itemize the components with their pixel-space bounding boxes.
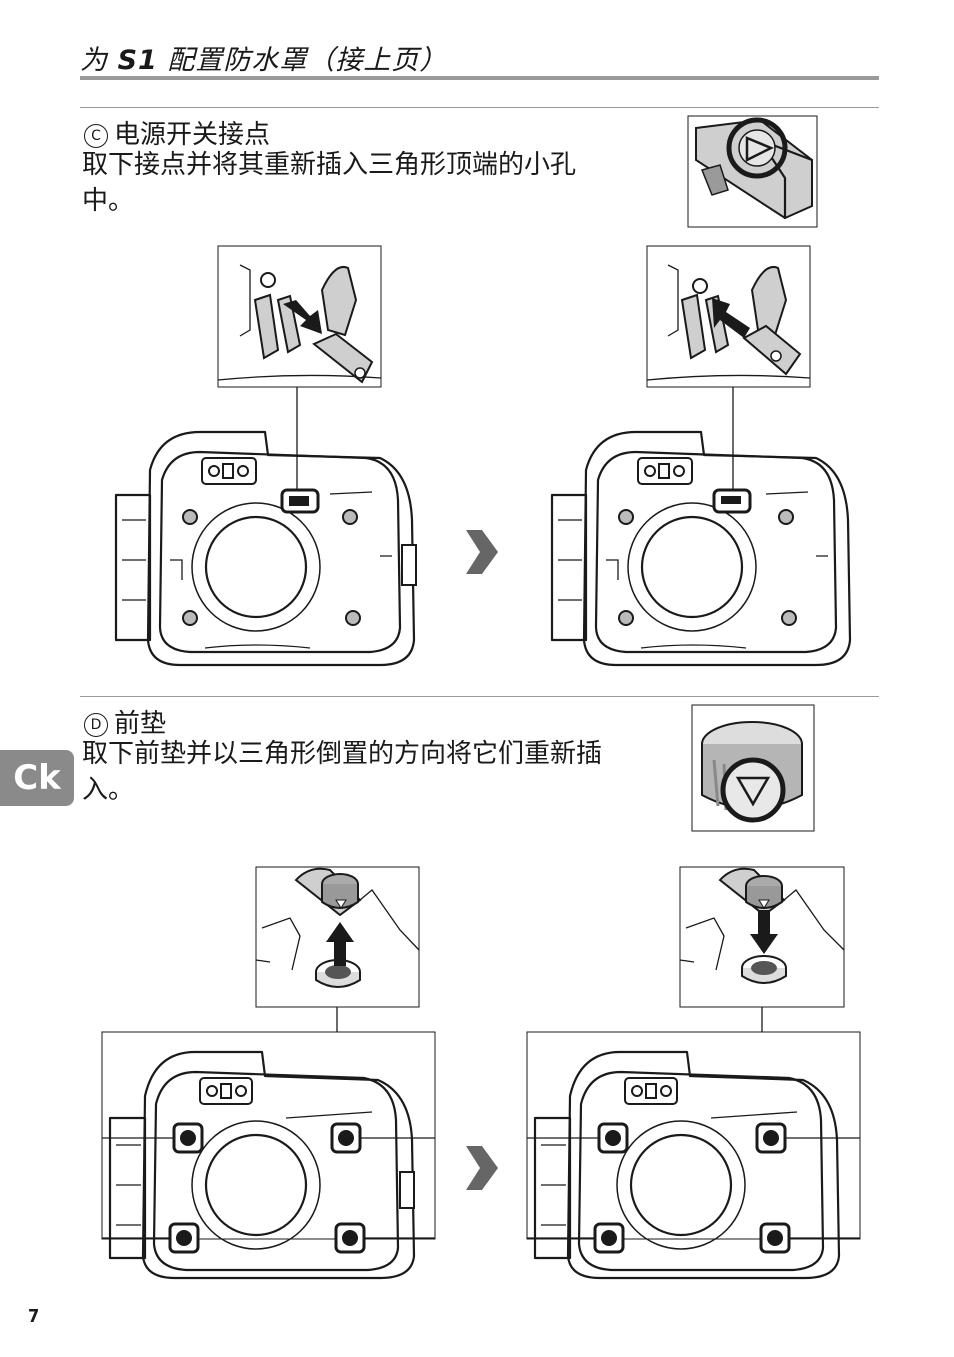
section-d-letter-icon: D [84, 713, 108, 737]
section-c-body: 取下接点并将其重新插入三角形顶端的小孔中。 [82, 150, 577, 216]
contact-remove-inset [217, 245, 382, 490]
section-c-title: 电源开关接点 [114, 120, 271, 150]
page-number: 7 [28, 1306, 40, 1327]
header-title-suffix: 配置防水罩（接上页） [157, 45, 448, 76]
header-rule [80, 76, 879, 80]
housing-pads-after [526, 1031, 861, 1280]
pad-remove-inset [255, 866, 420, 1032]
contact-insert-inset [646, 245, 811, 490]
housing-front-view-after [550, 430, 852, 667]
language-tab: Ck [0, 750, 74, 806]
section-c-letter-icon: C [84, 124, 108, 148]
housing-front-view [114, 430, 417, 667]
next-arrow-icon [466, 530, 498, 574]
section-c-divider [80, 107, 879, 108]
section-d-body: 取下前垫并以三角形倒置的方向将它们重新插入。 [82, 739, 603, 805]
next-arrow-icon-2 [466, 1146, 498, 1190]
pad-insert-inset [679, 866, 845, 1032]
housing-pads-before [101, 1031, 436, 1280]
page-header-title: 为 S1 配置防水罩（接上页） [80, 38, 447, 77]
section-d-divider [80, 696, 879, 697]
contact-triangle-icon [687, 115, 818, 228]
header-title-prefix: 为 [80, 45, 118, 76]
pad-triangle-icon [691, 704, 815, 832]
header-title-model: S1 [117, 45, 158, 76]
section-d-title: 前垫 [114, 709, 167, 739]
